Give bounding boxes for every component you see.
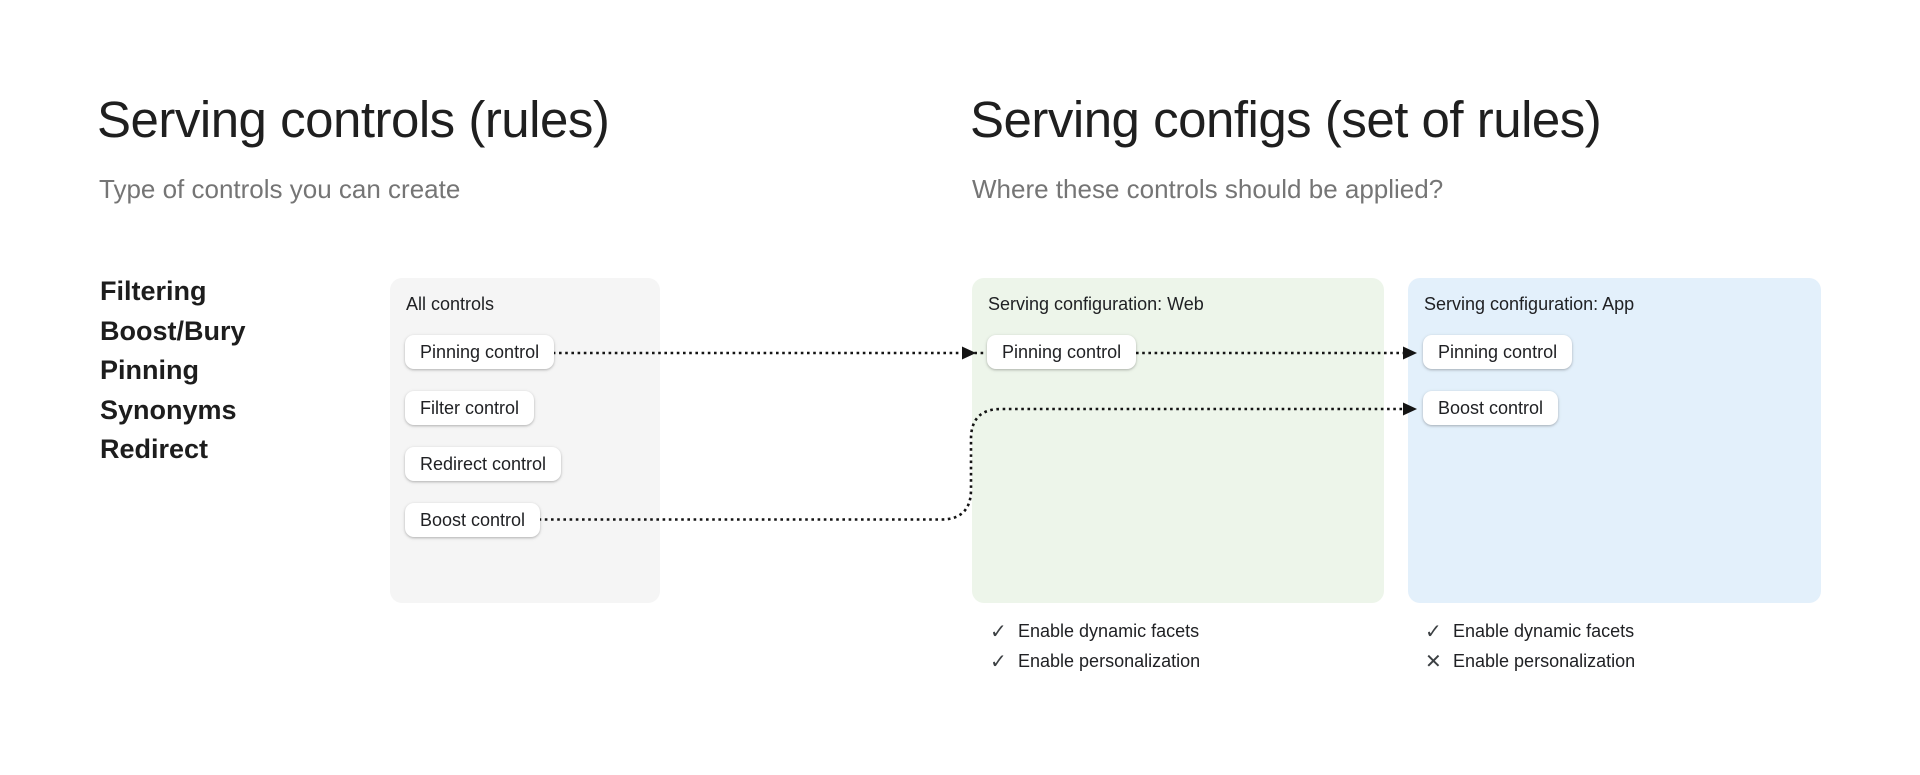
filter-control-pill: Filter control [405, 391, 535, 425]
control-type-boost-bury: Boost/Bury [100, 315, 246, 346]
setting-row: ✓ Enable dynamic facets [1425, 618, 1635, 644]
check-icon: ✓ [990, 619, 1007, 643]
redirect-control-pill: Redirect control [405, 447, 562, 481]
left-title: Serving controls (rules) [97, 91, 610, 148]
all-controls-box-label: All controls [406, 294, 495, 314]
left-subtitle: Type of controls you can create [99, 174, 461, 204]
app-config-box-label: Serving configuration: App [1424, 294, 1635, 314]
web-config-box: Serving configuration: Web Pinning contr… [972, 278, 1384, 603]
all-controls-box: All controls Pinning control Filter cont… [390, 278, 660, 603]
pinning-control-pill: Pinning control [405, 335, 555, 369]
setting-label: Enable dynamic facets [1453, 620, 1635, 641]
setting-row: ✓ Enable personalization [990, 648, 1200, 674]
boost-control-pill: Boost control [405, 503, 541, 537]
check-icon: ✓ [1425, 619, 1442, 643]
app-boost-control-pill: Boost control [1423, 391, 1559, 425]
setting-label: Enable dynamic facets [1018, 620, 1200, 641]
setting-label: Enable personalization [1453, 650, 1636, 671]
app-pinning-control-pill: Pinning control [1423, 335, 1573, 369]
right-subtitle: Where these controls should be applied? [972, 174, 1444, 204]
control-type-filtering: Filtering [100, 276, 207, 306]
app-config-box: Serving configuration: App Pinning contr… [1408, 278, 1821, 603]
app-config-settings: ✓ Enable dynamic facets ✕ Enable persona… [1425, 618, 1635, 678]
control-type-pinning: Pinning [100, 355, 199, 385]
web-config-box-label: Serving configuration: Web [988, 294, 1204, 314]
cross-icon: ✕ [1425, 649, 1442, 673]
setting-label: Enable personalization [1018, 650, 1201, 671]
check-icon: ✓ [990, 649, 1007, 673]
web-pinning-control-pill: Pinning control [987, 335, 1137, 369]
setting-row: ✕ Enable personalization [1425, 648, 1635, 674]
web-config-settings: ✓ Enable dynamic facets ✓ Enable persona… [990, 618, 1200, 678]
setting-row: ✓ Enable dynamic facets [990, 618, 1200, 644]
control-type-redirect: Redirect [100, 434, 209, 464]
right-title: Serving configs (set of rules) [970, 91, 1602, 148]
control-type-list: Filtering Boost/Bury Pinning Synonyms Re… [100, 272, 246, 470]
control-type-synonyms: Synonyms [100, 394, 237, 425]
